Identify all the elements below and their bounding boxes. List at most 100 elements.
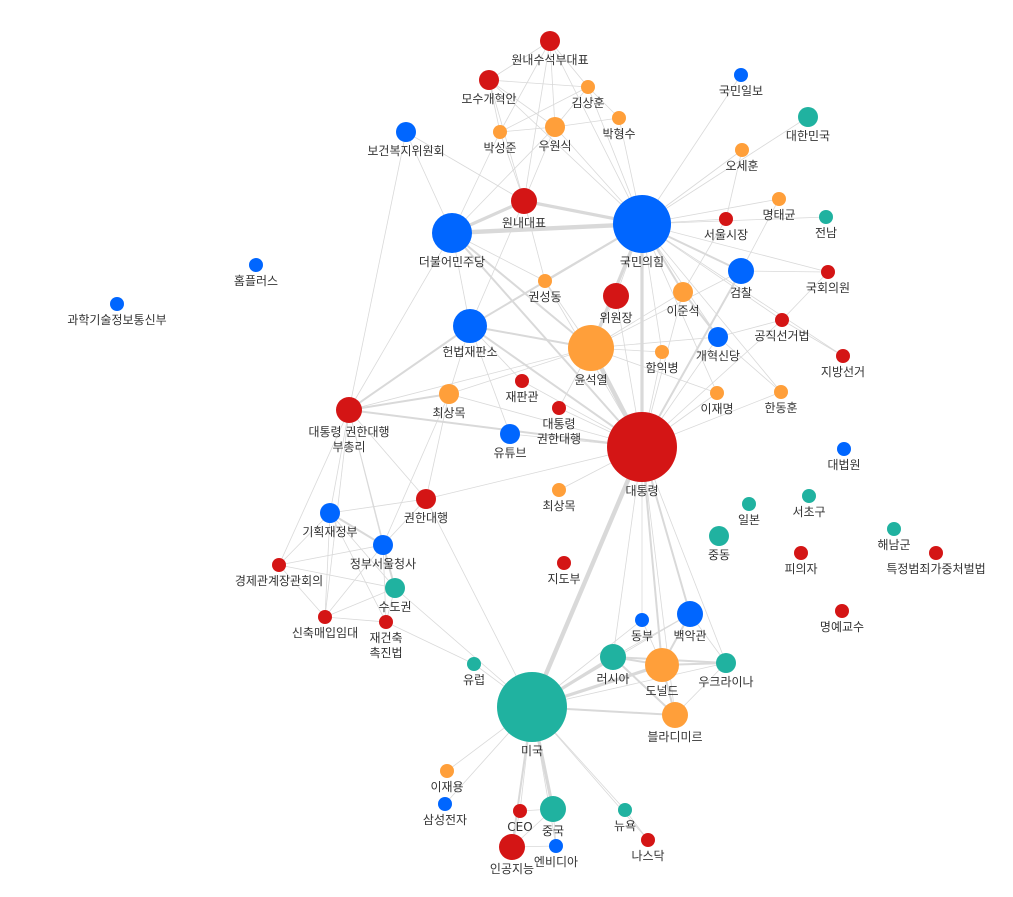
node-circle-person[interactable] [552,483,566,497]
node-n59[interactable]: 우크라이나 [698,653,754,689]
node-circle-organization[interactable] [635,613,649,627]
node-circle-concept[interactable] [515,374,529,388]
node-circle-organization[interactable] [438,797,452,811]
node-circle-place[interactable] [887,522,901,536]
node-n68[interactable]: 나스닥 [631,833,665,863]
node-circle-concept[interactable] [603,283,629,309]
node-circle-concept[interactable] [511,188,537,214]
node-n25[interactable]: 윤석열 [568,325,614,387]
node-circle-organization[interactable] [613,195,671,253]
node-circle-person[interactable] [612,111,626,125]
node-n54[interactable]: 명예교수 [820,604,864,634]
node-circle-organization[interactable] [396,122,416,142]
node-circle-person[interactable] [774,385,788,399]
node-n28[interactable]: 함익병 [645,345,679,375]
node-n39[interactable]: 최상목 [542,483,576,513]
node-circle-concept[interactable] [336,397,362,423]
node-n12[interactable]: 더불어민주당 [419,213,485,269]
node-circle-place[interactable] [540,796,566,822]
node-n8[interactable]: 국민일보 [719,68,763,98]
node-n3[interactable]: 김상훈 [571,80,605,110]
node-circle-place[interactable] [716,653,736,673]
node-circle-person[interactable] [772,192,786,206]
node-n70[interactable]: 엔비디아 [534,839,578,869]
node-circle-person[interactable] [545,117,565,137]
node-circle-person[interactable] [710,386,724,400]
node-circle-concept[interactable] [379,615,393,629]
node-n51[interactable]: 수도권 [378,578,412,614]
node-circle-concept[interactable] [552,401,566,415]
node-circle-concept[interactable] [540,31,560,51]
node-circle-concept[interactable] [557,556,571,570]
node-n61[interactable]: 블라디미르 [647,702,703,744]
node-circle-concept[interactable] [479,70,499,90]
node-n13[interactable]: 국민의힘 [613,195,671,269]
node-circle-organization[interactable] [708,327,728,347]
node-circle-place[interactable] [385,578,405,598]
node-n18[interactable]: 과학기술정보통신부 [67,297,167,327]
node-n47[interactable]: 경제관계장관회의 [235,558,323,588]
node-n22[interactable]: 검찰 [728,258,754,300]
node-circle-organization[interactable] [549,839,563,853]
node-n34[interactable]: 한동훈 [764,385,798,415]
node-n41[interactable]: 기획재정부 [302,503,358,539]
node-n69[interactable]: 인공지능 [490,834,534,876]
node-n62[interactable]: 미국 [497,672,567,758]
node-n42[interactable]: 일본 [738,497,760,527]
node-circle-place[interactable] [467,657,481,671]
node-n57[interactable]: 러시아 [596,644,630,686]
node-n10[interactable]: 오세훈 [725,143,759,173]
node-circle-person[interactable] [673,282,693,302]
node-circle-organization[interactable] [320,503,340,523]
node-n45[interactable]: 해남군 [877,522,911,552]
node-circle-person[interactable] [581,80,595,94]
node-n26[interactable]: 공직선거법 [754,313,810,343]
node-circle-place[interactable] [709,526,729,546]
node-circle-organization[interactable] [728,258,754,284]
node-circle-person[interactable] [662,702,688,728]
node-circle-concept[interactable] [416,489,436,509]
node-n30[interactable]: 재판관 [505,374,539,404]
node-n64[interactable]: 삼성전자 [423,797,467,827]
node-n40[interactable]: 권한대행 [404,489,448,525]
node-n16[interactable]: 전남 [815,210,837,240]
node-n49[interactable]: 피의자 [784,546,818,576]
node-circle-place[interactable] [497,672,567,742]
node-circle-concept[interactable] [318,610,332,624]
node-circle-concept[interactable] [835,604,849,618]
node-n44[interactable]: 중동 [708,526,730,562]
node-circle-organization[interactable] [500,424,520,444]
node-n46[interactable]: 정부서울청사 [350,535,416,571]
node-circle-organization[interactable] [677,601,703,627]
node-n67[interactable]: 뉴욕 [614,803,636,833]
node-n56[interactable]: 백악관 [673,601,707,643]
node-n19[interactable]: 권성동 [528,274,562,304]
node-circle-organization[interactable] [837,442,851,456]
node-n11[interactable]: 원내대표 [502,188,546,230]
node-n50[interactable]: 특정범죄가중처벌법 [886,546,986,576]
node-n20[interactable]: 위원장 [599,283,633,325]
node-circle-concept[interactable] [607,412,677,482]
node-n29[interactable]: 지방선거 [821,349,865,379]
node-circle-organization[interactable] [432,213,472,253]
node-n55[interactable]: 동부 [631,613,653,643]
node-circle-person[interactable] [493,125,507,139]
node-circle-concept[interactable] [794,546,808,560]
node-circle-place[interactable] [802,489,816,503]
node-n36[interactable]: 유튜브 [493,424,527,460]
node-n37[interactable]: 대통령 [607,412,677,498]
node-circle-concept[interactable] [641,833,655,847]
node-circle-person[interactable] [538,274,552,288]
node-n7[interactable]: 보건복지위원회 [367,122,445,158]
node-circle-concept[interactable] [272,558,286,572]
node-circle-organization[interactable] [249,258,263,272]
node-circle-person[interactable] [655,345,669,359]
node-n38[interactable]: 대법원 [827,442,861,472]
node-n63[interactable]: 이재용 [430,764,464,794]
node-circle-person[interactable] [735,143,749,157]
node-circle-concept[interactable] [499,834,525,860]
node-circle-person[interactable] [439,384,459,404]
node-n17[interactable]: 홈플러스 [234,258,278,288]
